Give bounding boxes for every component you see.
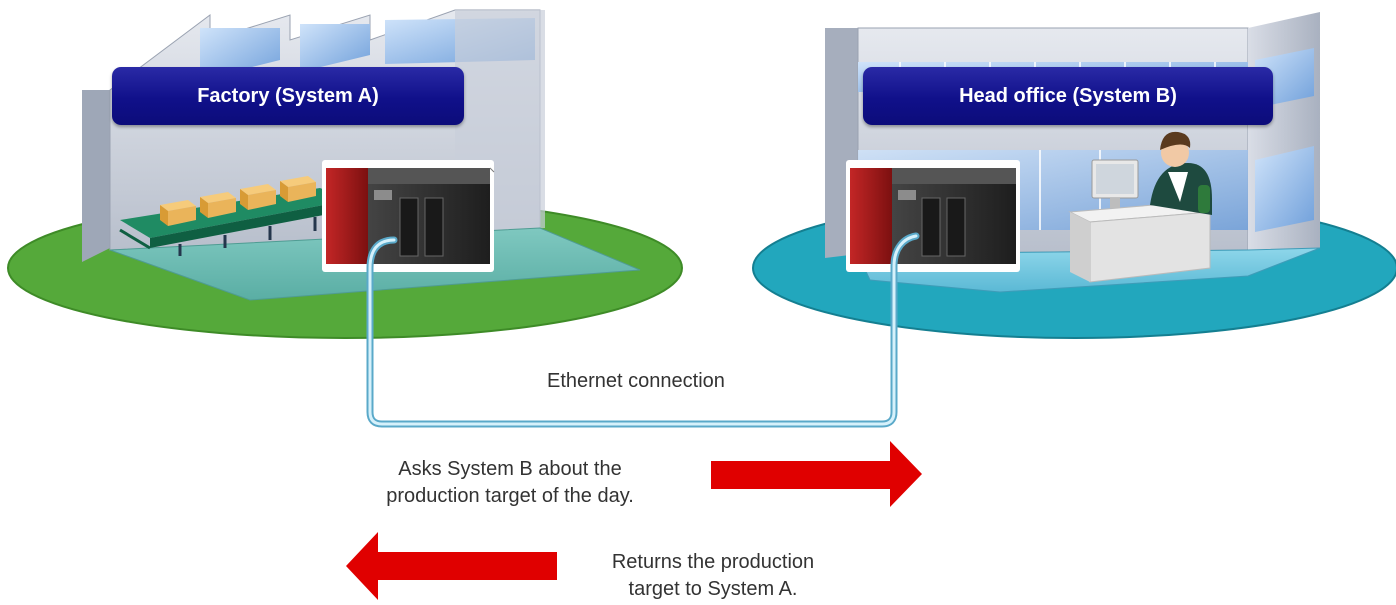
response-arrow (346, 532, 557, 600)
head-office-label-text: Head office (System B) (959, 84, 1177, 107)
office-worker (1150, 131, 1212, 215)
plc-office (846, 160, 1020, 272)
conveyor-legs (178, 217, 317, 256)
head-office-label: Head office (System B) (863, 67, 1273, 125)
product-boxes (160, 176, 316, 226)
request-message: Asks System B about the production targe… (345, 456, 675, 510)
plc-factory (322, 160, 495, 272)
box (280, 176, 316, 202)
box (160, 200, 196, 226)
roof-window (300, 24, 370, 72)
request-line-2: production target of the day. (386, 485, 634, 507)
box (200, 192, 236, 218)
factory-label-text: Factory (System A) (197, 84, 379, 107)
monitor (1091, 159, 1139, 208)
response-line-2: target to System A. (628, 578, 798, 600)
ethernet-cable (366, 232, 920, 428)
factory-label: Factory (System A) (112, 67, 464, 125)
office-site (752, 12, 1396, 339)
request-arrow (711, 441, 922, 507)
response-line-1: Returns the production (611, 551, 815, 573)
office-desk (1068, 201, 1212, 283)
ethernet-connection-label: Ethernet connection (547, 370, 725, 392)
request-line-1: Asks System B about the (398, 458, 622, 480)
box (240, 184, 276, 210)
factory-site (7, 9, 683, 339)
response-message: Returns the production target to System … (578, 549, 848, 603)
